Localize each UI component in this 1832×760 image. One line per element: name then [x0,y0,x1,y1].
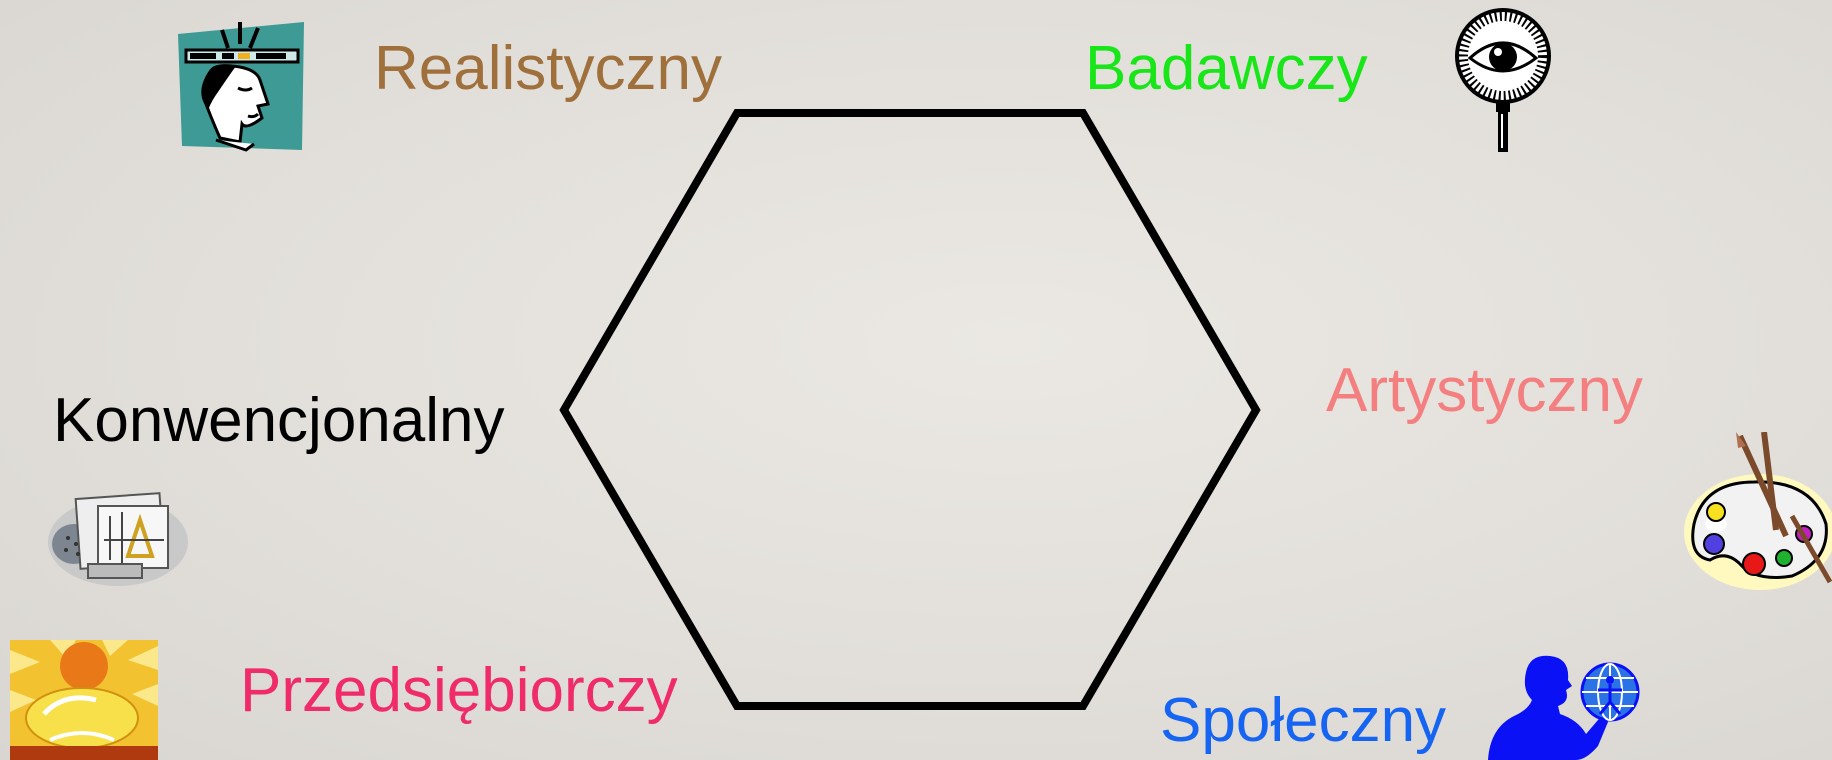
magnifying-glass-eye-icon [1454,6,1552,152]
label-investigative: Badawczy [1085,38,1368,100]
label-enterprising: Przedsiębiorczy [240,660,678,722]
man-with-ruler-icon [176,20,306,152]
paint-palette-icon [1680,432,1832,600]
person-holding-globe-icon [1486,650,1640,760]
piggy-bank-icon [10,640,158,760]
label-realistic: Realistyczny [374,38,722,100]
label-conventional: Konwencjonalny [53,390,505,452]
label-artistic: Artystyczny [1326,360,1643,422]
label-social: Społeczny [1160,690,1446,752]
office-documents-icon [48,486,188,590]
